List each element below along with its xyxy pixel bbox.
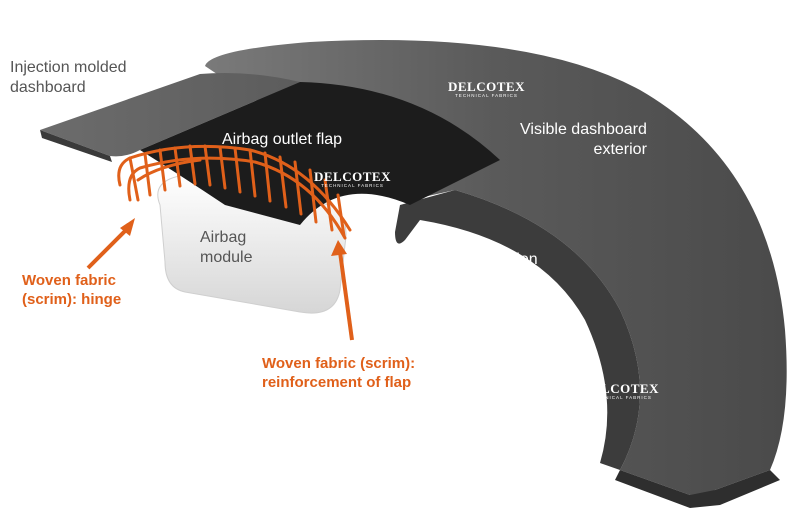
label-woven-fabric-hinge: Woven fabric (scrim): hinge — [22, 272, 121, 310]
reinforcement-arrow — [331, 240, 354, 341]
label-line: reinforcement of flap — [262, 373, 412, 391]
label-line: dashboard — [10, 79, 86, 96]
logo-name: DELCOTEX — [314, 169, 391, 184]
hinge-arrow — [86, 218, 135, 270]
injection-molded-dashboard-left — [40, 73, 300, 157]
label-line: Injection — [478, 251, 538, 268]
logo-subtitle: TECHNICAL FABRICS — [321, 183, 384, 188]
label-line: dashboard — [470, 291, 546, 308]
label-airbag-module: Airbag module — [200, 228, 252, 268]
label-line: Injection molded — [10, 59, 127, 76]
label-line: exterior — [593, 141, 647, 158]
label-airbag-outlet-flap: Airbag outlet flap — [222, 131, 343, 148]
label-line: Airbag — [200, 229, 247, 246]
airbag-outlet-flap — [140, 82, 500, 225]
logo-subtitle: TECHNICAL FABRICS — [455, 93, 518, 98]
logo-name: DELCOTEX — [582, 381, 659, 396]
logo-subtitle: TECHNICAL FABRICS — [589, 395, 652, 400]
label-line: Woven fabric — [22, 272, 116, 289]
label-line: molded — [481, 271, 535, 288]
delcotex-logo: DELCOTEX TECHNICAL FABRICS — [448, 80, 525, 99]
label-visible-exterior: Visible dashboard exterior — [520, 120, 647, 160]
injection-molded-dashboard-right — [395, 190, 640, 470]
label-line: (scrim): hinge — [22, 290, 122, 308]
logo-name: DELCOTEX — [448, 79, 525, 94]
label-injection-molded-right: Injection molded dashboard — [470, 250, 546, 310]
label-line: Visible dashboard — [520, 121, 647, 138]
delcotex-logo: DELCOTEX TECHNICAL FABRICS — [582, 382, 659, 401]
label-injection-molded-top: Injection molded dashboard — [10, 58, 127, 98]
label-line: Woven fabric (scrim): — [262, 355, 416, 372]
delcotex-logo: DELCOTEX TECHNICAL FABRICS — [314, 170, 391, 189]
label-woven-fabric-reinforcement: Woven fabric (scrim): reinforcement of f… — [262, 355, 415, 393]
label-line: module — [200, 249, 253, 266]
woven-fabric-scrim — [117, 144, 352, 240]
